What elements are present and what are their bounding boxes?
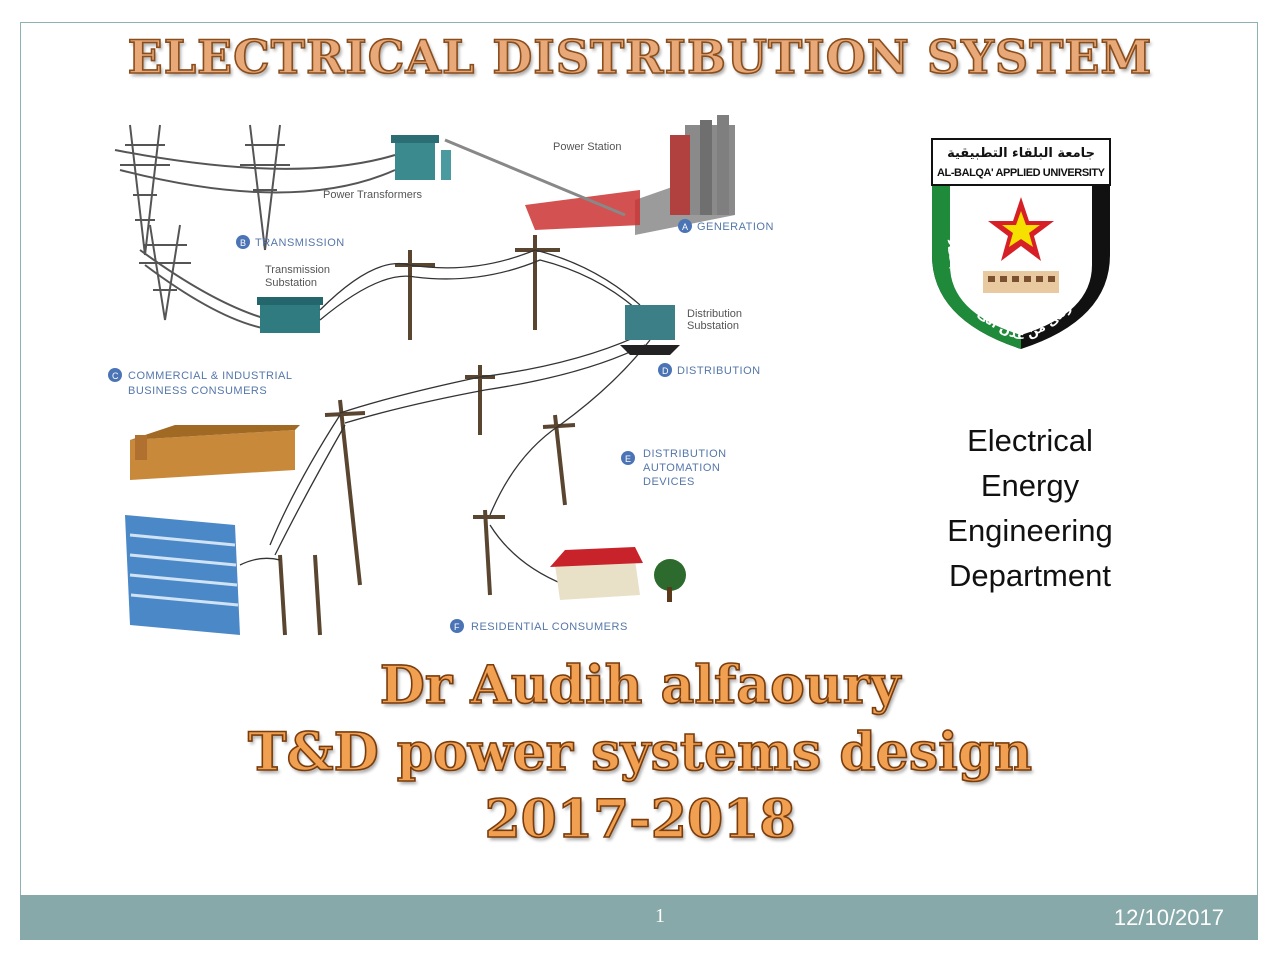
badge-distribution xyxy=(658,363,672,377)
badge-transmission xyxy=(236,235,250,249)
department-line-1: Electrical xyxy=(967,423,1093,458)
department-line-3: Engineering xyxy=(947,513,1113,548)
label-distribution-substation-1: Distribution xyxy=(687,308,742,320)
department-line-2: Energy xyxy=(980,468,1080,503)
power-transformer-illustration xyxy=(391,135,451,180)
transmission-substation-illustration xyxy=(257,297,323,333)
power-station-illustration xyxy=(444,115,735,235)
label-automation-1: DISTRIBUTION xyxy=(643,448,727,460)
label-power-transformers: Power Transformers xyxy=(323,189,423,201)
badge-residential-letter: F xyxy=(454,622,460,632)
badge-commercial xyxy=(108,368,122,382)
utility-poles xyxy=(278,235,576,636)
label-transmission: TRANSMISSION xyxy=(255,237,345,249)
label-transmission-substation-1: Transmission xyxy=(265,264,330,276)
badge-commercial-letter: C xyxy=(112,371,119,381)
badge-residential xyxy=(450,619,464,633)
label-automation-3: DEVICES xyxy=(643,476,695,488)
footer-bar: 1 12/10/2017 xyxy=(20,895,1258,940)
label-automation-2: AUTOMATION xyxy=(643,462,720,474)
course-title: T&D power systems design xyxy=(247,721,1033,784)
academic-year: 2017-2018 xyxy=(484,788,797,851)
page-number: 1 xyxy=(655,905,665,927)
distribution-substation-illustration xyxy=(620,305,680,355)
badge-distribution-letter: D xyxy=(662,366,669,376)
power-lines xyxy=(239,249,651,586)
house-illustration xyxy=(550,547,686,602)
label-distribution-substation-2: Substation xyxy=(687,320,739,332)
slide-title: ELECTRICAL DISTRIBUTION SYSTEM xyxy=(127,29,1153,85)
office-building-illustration xyxy=(125,515,240,635)
badge-transmission-letter: B xyxy=(240,238,246,248)
label-distribution: DISTRIBUTION xyxy=(677,365,761,377)
label-residential: RESIDENTIAL CONSUMERS xyxy=(471,621,628,633)
university-logo: جامعة البلقاء التطبيقية AL-BALQA' APPLIE… xyxy=(931,138,1111,349)
industrial-building-illustration xyxy=(130,425,300,480)
label-power-station: Power Station xyxy=(553,141,621,153)
logo-english-name: AL-BALQA' APPLIED UNIVERSITY xyxy=(937,167,1106,179)
logo-star-emblem xyxy=(988,197,1054,261)
label-transmission-substation-2: Substation xyxy=(265,277,317,289)
badge-generation xyxy=(678,219,692,233)
department-line-4: Department xyxy=(949,558,1111,593)
distribution-system-diagram: Power Station Power Transformers A GENER… xyxy=(108,115,774,636)
label-generation: GENERATION xyxy=(697,221,774,233)
badge-automation xyxy=(621,451,635,465)
author-name: Dr Audih alfaoury xyxy=(379,654,901,717)
transmission-towers xyxy=(114,124,396,331)
logo-arabic-name: جامعة البلقاء التطبيقية xyxy=(947,146,1095,161)
label-commercial-1: COMMERCIAL & INDUSTRIAL xyxy=(128,370,293,382)
badge-automation-letter: E xyxy=(625,454,631,464)
label-commercial-2: BUSINESS CONSUMERS xyxy=(128,385,267,397)
badge-generation-letter: A xyxy=(682,222,688,232)
slide-date: 12/10/2017 xyxy=(1113,905,1224,930)
department-name: Electrical Energy Engineering Department xyxy=(930,418,1130,598)
